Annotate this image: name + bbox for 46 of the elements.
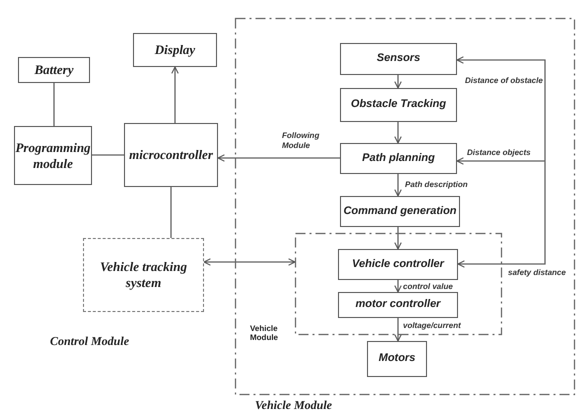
arrow bbox=[394, 280, 402, 293]
edge-label: Distance objects bbox=[467, 148, 531, 157]
dashed-box bbox=[83, 238, 204, 312]
process-box bbox=[338, 249, 458, 280]
edge-label: Distance of obstacle bbox=[465, 76, 543, 85]
box-label: Programming module bbox=[15, 140, 91, 172]
process-box bbox=[14, 126, 92, 185]
module-label: Control Module bbox=[50, 334, 130, 349]
arrow bbox=[457, 161, 546, 268]
box-label: Motors bbox=[378, 352, 416, 366]
edge-label: Path description bbox=[405, 180, 468, 189]
box-label: Vehicle controller bbox=[352, 258, 444, 272]
box-label: Command generation bbox=[343, 204, 457, 218]
box-label: Path planning bbox=[362, 152, 435, 166]
arrow bbox=[394, 122, 402, 144]
process-box bbox=[18, 57, 90, 83]
arrow bbox=[456, 157, 545, 165]
arrow bbox=[394, 227, 402, 250]
process-box bbox=[340, 43, 457, 75]
edge-label: Following Module bbox=[282, 131, 320, 150]
arrow bbox=[394, 174, 402, 197]
process-box bbox=[124, 123, 218, 187]
box-label: Battery bbox=[34, 62, 74, 78]
module-heading: Vehicle Module bbox=[250, 324, 279, 343]
module-heading: Vehicle Module bbox=[255, 398, 332, 412]
process-box bbox=[340, 196, 460, 227]
box-label: motor controller bbox=[356, 298, 440, 312]
arrow bbox=[456, 56, 546, 161]
process-box bbox=[338, 292, 458, 318]
box-label: Display bbox=[154, 42, 196, 58]
box-label: microcontroller bbox=[129, 147, 213, 163]
edge-label: voltage/current bbox=[403, 321, 461, 330]
process-box bbox=[367, 341, 427, 377]
arrow bbox=[203, 258, 296, 266]
edge-label: control value bbox=[403, 282, 453, 291]
arrow bbox=[217, 154, 340, 162]
arrow bbox=[171, 66, 179, 123]
box-label: Obstacle Tracking bbox=[350, 98, 446, 112]
box-label: Sensors bbox=[376, 52, 420, 66]
process-box bbox=[133, 33, 217, 67]
box-label: Vehicle tracking system bbox=[98, 259, 188, 291]
process-box bbox=[340, 88, 457, 122]
arrow bbox=[394, 75, 402, 89]
process-box bbox=[340, 143, 457, 174]
arrow bbox=[394, 318, 402, 342]
edge-label: safety distance bbox=[508, 268, 566, 277]
